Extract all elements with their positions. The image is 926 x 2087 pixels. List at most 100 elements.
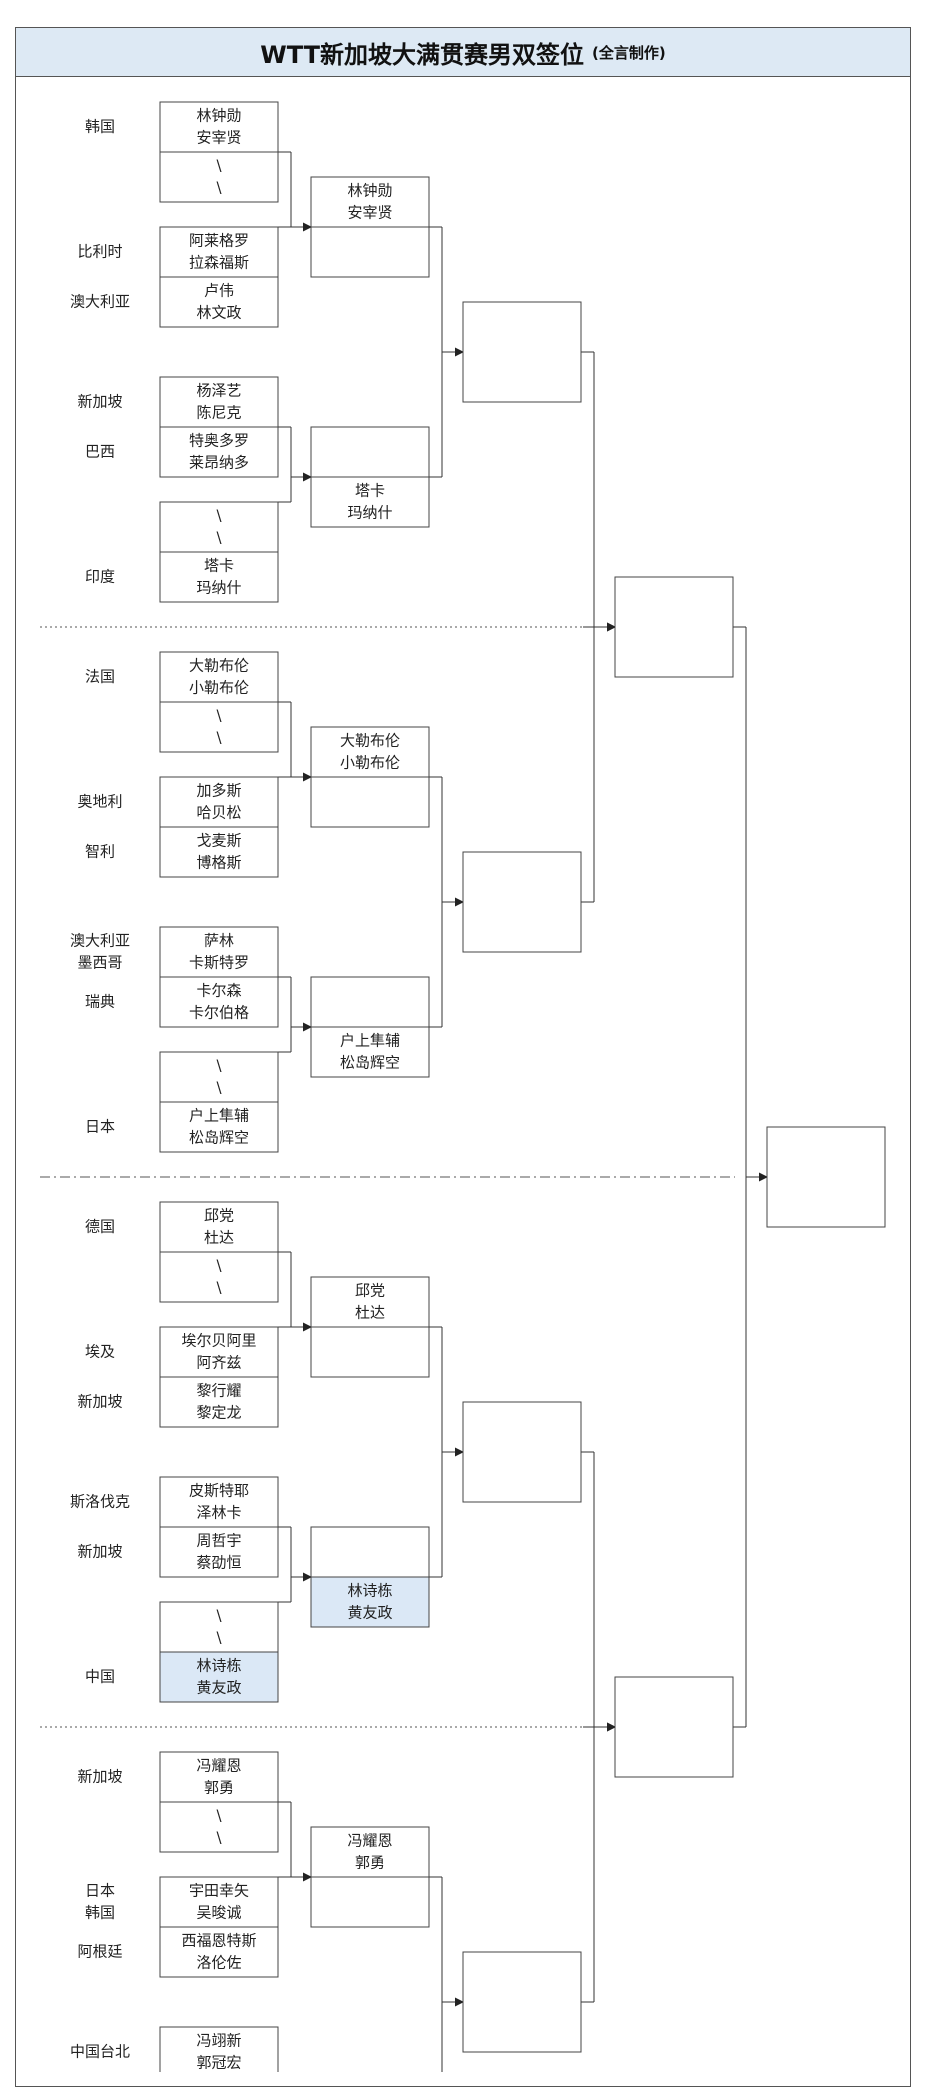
player-name: \	[216, 707, 222, 725]
player-name: \	[216, 157, 222, 175]
player-name: 塔卡	[355, 482, 385, 500]
player-name: 郭勇	[355, 1854, 385, 1872]
player-name: 林文政	[196, 304, 241, 322]
country-label: 日本	[85, 1118, 115, 1136]
country-label: 奥地利	[77, 793, 122, 811]
round2-team-box	[310, 976, 430, 1028]
player-name: 周哲宇	[196, 1532, 241, 1550]
player-name: 冯耀恩	[196, 1757, 241, 1775]
player-name: 阿莱格罗	[189, 232, 249, 250]
round1-team-box	[159, 1926, 279, 1978]
round1-team-box	[159, 2026, 279, 2072]
player-name: \	[216, 1607, 222, 1625]
player-name: \	[216, 1807, 222, 1825]
round2-team-box	[310, 426, 430, 478]
round1-team-box	[159, 1376, 279, 1428]
country-label: 斯洛伐克	[70, 1493, 130, 1511]
country-label: 新加坡	[77, 393, 122, 411]
round2-team-box	[310, 1826, 430, 1878]
round1-team-box	[159, 1251, 279, 1303]
player-name: \	[216, 1629, 222, 1647]
round1-team-box	[159, 1101, 279, 1153]
country-label: 日本	[85, 1882, 115, 1900]
title-bar: WTT新加坡大满贯赛男双签位 (全言制作)	[15, 27, 911, 77]
round1-team-box	[159, 1526, 279, 1578]
round1-team-box	[159, 1801, 279, 1853]
player-name: 黄友政	[196, 1679, 241, 1697]
round1-team-box	[159, 551, 279, 603]
player-name: 郭冠宏	[196, 2054, 241, 2072]
country-label: 新加坡	[77, 1768, 122, 1786]
round1-team-box	[159, 776, 279, 828]
country-label: 法国	[85, 668, 115, 686]
round2-team-box	[310, 1326, 430, 1378]
round1-team-box	[159, 1876, 279, 1928]
country-label: 中国	[85, 1668, 115, 1686]
player-name: 特奥多罗	[189, 432, 249, 450]
player-name: 小勒布伦	[340, 754, 400, 772]
round2-team-box	[310, 726, 430, 778]
player-name: 冯耀恩	[347, 1832, 392, 1850]
player-name: 加多斯	[196, 782, 241, 800]
country-label: 阿根廷	[77, 1943, 122, 1961]
player-name: 安宰贤	[196, 129, 241, 147]
player-name: 卡尔森	[196, 982, 241, 1000]
player-name: 松岛辉空	[189, 1129, 249, 1147]
round2-team-box	[310, 226, 430, 278]
player-name: 蔡劭恒	[196, 1554, 241, 1572]
player-name: 杜达	[204, 1229, 234, 1247]
round2-team-box	[310, 1576, 430, 1628]
player-name: 杜达	[355, 1304, 385, 1322]
round1-team-box	[159, 1651, 279, 1703]
round1-team-box	[159, 701, 279, 753]
player-name: \	[216, 1257, 222, 1275]
country-label: 印度	[85, 568, 115, 586]
player-name: 户上隼辅	[340, 1032, 400, 1050]
player-name: 冯翊新	[196, 2032, 241, 2050]
player-name: 洛伦佐	[196, 1954, 241, 1972]
player-name: 陈尼克	[196, 404, 241, 422]
player-name: 阿齐兹	[196, 1354, 241, 1372]
country-label: 墨西哥	[77, 954, 122, 972]
player-name: 皮斯特耶	[189, 1482, 249, 1500]
player-name: 萨林	[204, 932, 234, 950]
player-name: 博格斯	[196, 854, 241, 872]
country-label: 韩国	[85, 118, 115, 136]
round1-team-box	[159, 101, 279, 153]
page-subtitle: (全言制作)	[592, 43, 666, 62]
country-label: 德国	[85, 1218, 115, 1236]
round1-team-box	[159, 1751, 279, 1803]
country-label: 澳大利亚	[70, 932, 130, 950]
player-name: \	[216, 1079, 222, 1097]
player-name: 户上隼辅	[189, 1107, 249, 1125]
round1-team-box	[159, 826, 279, 878]
player-name: 莱昂纳多	[189, 454, 249, 472]
player-name: 林钟勋	[196, 107, 241, 125]
player-name: 卡斯特罗	[189, 954, 249, 972]
player-name: 林诗栋	[347, 1582, 392, 1600]
round1-team-box	[159, 276, 279, 328]
player-name: 西福恩特斯	[181, 1932, 256, 1950]
round2-team-box	[310, 176, 430, 228]
player-name: 邱党	[355, 1282, 385, 1300]
final-box	[766, 1126, 886, 1228]
page-title: WTT新加坡大满贯赛男双签位	[260, 40, 585, 69]
round1-team-box	[159, 976, 279, 1028]
round2-team-box	[310, 1026, 430, 1078]
player-name: 林诗栋	[196, 1657, 241, 1675]
round1-team-box	[159, 426, 279, 478]
player-name: \	[216, 179, 222, 197]
player-name: 郭勇	[204, 1779, 234, 1797]
round1-team-box	[159, 1051, 279, 1103]
player-name: 玛纳什	[347, 504, 392, 522]
round1-team-box	[159, 501, 279, 553]
player-name: 宇田幸矢	[189, 1882, 249, 1900]
player-name: 吴晙诚	[196, 1904, 241, 1922]
player-name: 松岛辉空	[340, 1054, 400, 1072]
player-name: 大勒布伦	[340, 732, 400, 750]
player-name: \	[216, 1829, 222, 1847]
round1-team-box	[159, 376, 279, 428]
player-name: 黎定龙	[196, 1404, 241, 1422]
country-label: 巴西	[85, 443, 115, 461]
round2-team-box	[310, 776, 430, 828]
